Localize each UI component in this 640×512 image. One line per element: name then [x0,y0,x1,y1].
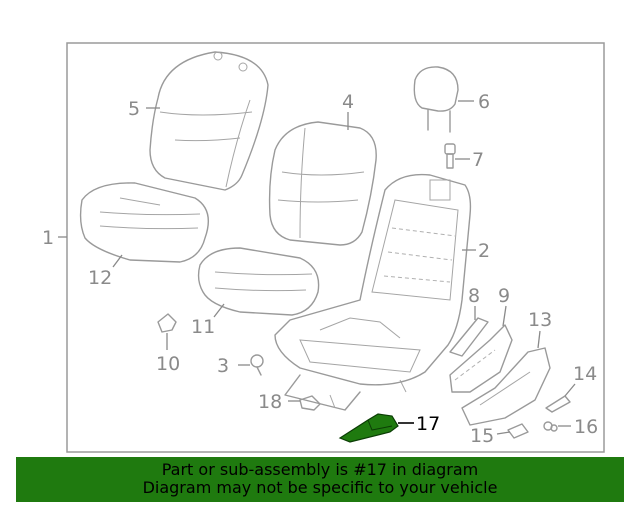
diagram-frame [66,42,605,453]
part-4-back-pad [268,121,377,246]
part-3-bolt [250,354,264,376]
callout-11: 11 [191,316,215,338]
callout-13: 13 [528,309,552,331]
callout-numbers: 1 2 3 4 5 6 7 8 9 10 11 12 13 14 15 16 1… [42,91,598,447]
callout-17: 17 [416,413,440,435]
part-5-back-cover [149,51,269,191]
part-18-bracket [299,395,321,411]
part-15-clip [507,423,529,439]
banner-line-1: Part or sub-assembly is #17 in diagram [161,460,479,479]
part-13-side-shield [461,347,551,426]
part-17-highlighted [338,413,399,443]
callout-12: 12 [88,267,112,289]
part-9-cover [449,324,513,393]
callout-1: 1 [42,227,54,249]
callout-9: 9 [498,285,510,307]
callout-18: 18 [258,391,282,413]
callout-15: 15 [470,425,494,447]
callout-8: 8 [468,285,480,307]
callout-10: 10 [156,353,180,375]
callout-5: 5 [128,98,140,120]
callout-6: 6 [478,91,490,113]
part-6-headrest [413,66,459,133]
part-10-clip [157,313,177,333]
part-2-seat-frame [274,173,472,411]
part-12-cushion-cover [79,182,209,263]
part-11-cushion-pad [197,247,320,316]
leader-lines [58,100,576,435]
callout-14: 14 [573,363,597,385]
part-info-banner: Part or sub-assembly is #17 in diagram D… [16,457,624,502]
callout-3: 3 [217,355,229,377]
callout-2: 2 [478,240,490,262]
callout-16: 16 [574,416,598,438]
part-16-fastener [543,421,558,432]
callout-7: 7 [472,149,484,171]
part-8-trim [449,317,489,357]
part-14-knob [545,395,571,413]
callout-4: 4 [342,91,354,113]
part-7-guide [444,143,456,169]
banner-line-2: Diagram may not be specific to your vehi… [142,478,498,497]
